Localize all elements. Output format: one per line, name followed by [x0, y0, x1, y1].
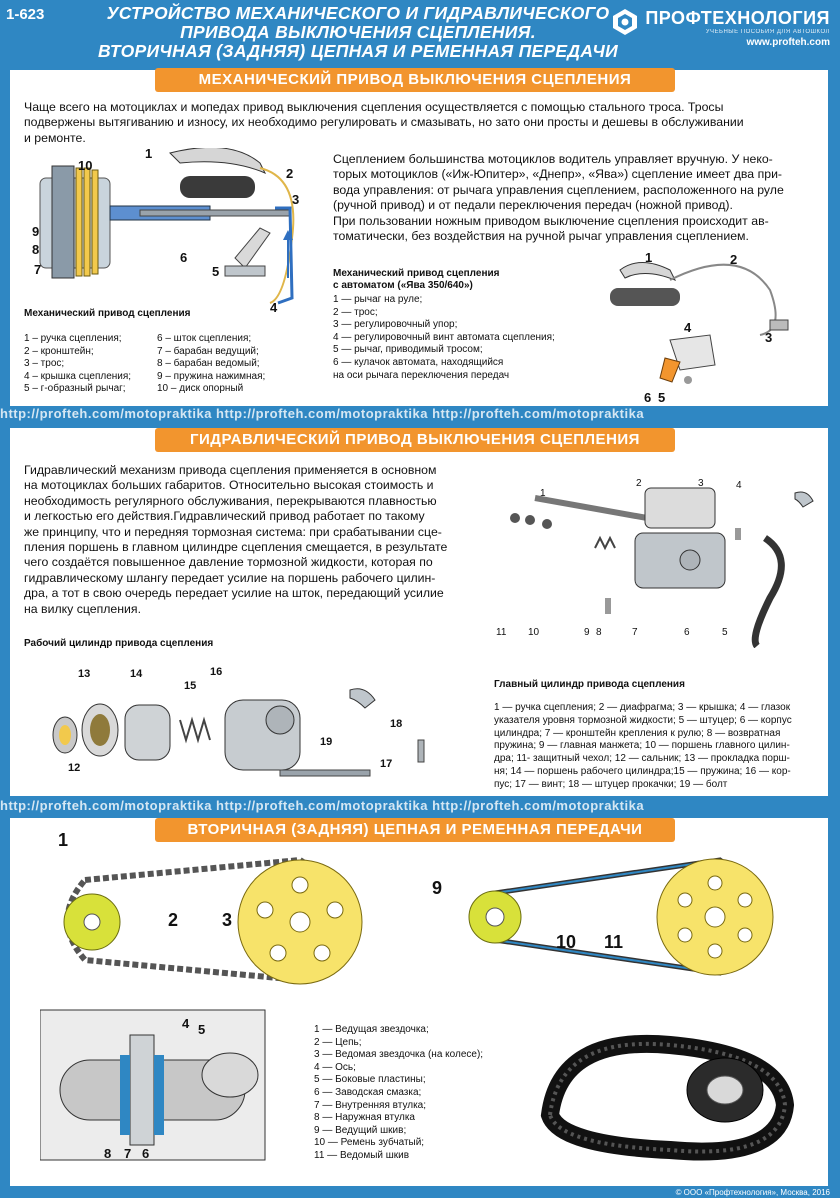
main-callout-4: 4 [736, 480, 742, 491]
mechanical-diagram-caption: Механический привод сцепления [24, 308, 191, 319]
hydraulic-heading: ГИДРАВЛИЧЕСКИЙ ПРИВОД ВЫКЛЮЧЕНИЯ СЦЕПЛЕН… [155, 428, 675, 452]
callout-3: 3 [292, 192, 300, 207]
poster-title: УСТРОЙСТВО МЕХАНИЧЕСКОГО И ГИДРАВЛИЧЕСКО… [98, 3, 618, 61]
chain-callout-1: 1 [58, 830, 69, 850]
chain-callout-2: 2 [168, 910, 179, 930]
main-cylinder-diagram [510, 487, 814, 648]
main-callout-6: 6 [684, 627, 690, 638]
work-callout-14: 14 [130, 668, 143, 680]
belt-callout-10: 10 [556, 932, 577, 952]
chain-callout-3: 3 [222, 910, 233, 930]
chain-callout-4: 4 [182, 1016, 190, 1031]
drive-legend: 1 — Ведущая звездочка; 2 — Цепь; 3 — Вед… [314, 1024, 484, 1161]
auto-callout-6: 6 [644, 390, 652, 405]
work-callout-16: 16 [210, 666, 223, 678]
main-cylinder-caption: Главный цилиндр привода сцепления [494, 679, 685, 690]
main-callout-1: 1 [540, 488, 546, 499]
callout-5: 5 [212, 264, 220, 279]
callout-2: 2 [286, 166, 294, 181]
chain-callout-7: 7 [124, 1146, 132, 1161]
brand-url: www.profteh.com [746, 37, 830, 48]
mechanical-text: Сцеплением большинства мотоциклов водите… [333, 152, 784, 244]
auto-callout-3: 3 [765, 330, 773, 345]
callout-6: 6 [180, 250, 188, 265]
main-callout-9: 9 [584, 627, 590, 638]
main-callout-8: 8 [596, 627, 602, 638]
main-callout-11: 11 [496, 627, 507, 638]
chain-callout-6: 6 [142, 1146, 150, 1161]
poster-number: 1-623 [6, 6, 45, 23]
auto-clutch-diagram [610, 262, 789, 384]
brand-name: ПРОФТЕХНОЛОГИЯ [645, 8, 830, 28]
mechanical-clutch-diagram [39, 148, 295, 305]
brand-subtitle: УЧЕБНЫЕ ПОСОБИЯ ДЛЯ АВТОШКОЛ [705, 29, 830, 35]
main-callout-7: 7 [632, 627, 638, 638]
auto-callout-5: 5 [658, 390, 666, 405]
mechanical-heading: МЕХАНИЧЕСКИЙ ПРИВОД ВЫКЛЮЧЕНИЯ СЦЕПЛЕНИЯ [155, 68, 675, 92]
main-callout-2: 2 [636, 478, 642, 489]
toothed-belt-image [540, 1034, 795, 1161]
work-callout-12: 12 [68, 762, 81, 774]
auto-callout-4: 4 [684, 320, 692, 335]
callout-10: 10 [78, 158, 93, 173]
auto-callout-1: 1 [645, 250, 653, 265]
poster-header: 1-623 УСТРОЙСТВО МЕХАНИЧЕСКОГО И ГИДРАВЛ… [0, 0, 840, 64]
belt-callout-11: 11 [604, 932, 624, 952]
chain-callout-5: 5 [198, 1022, 206, 1037]
mechanical-legend-right: 6 – шток сцепления; 7 – барабан ведущий;… [157, 333, 266, 395]
brand-block: ПРОФТЕХНОЛОГИЯ УЧЕБНЫЕ ПОСОБИЯ ДЛЯ АВТОШ… [613, 8, 830, 48]
work-callout-18: 18 [390, 718, 403, 730]
mechanical-legend-left: 1 – ручка сцепления; 2 – кронштейн; 3 – … [24, 333, 132, 395]
auto-clutch-caption: Механический привод сцепления с автомато… [333, 268, 500, 291]
brand-logo-icon [613, 9, 638, 35]
belt-callout-9: 9 [432, 878, 443, 898]
watermark-1: http://profteh.com/motopraktika http://p… [0, 406, 645, 421]
auto-clutch-legend: 1 — рычаг на руле; 2 — трос; 3 — регулир… [333, 294, 555, 381]
callout-7: 7 [34, 262, 42, 277]
drive-heading: ВТОРИЧНАЯ (ЗАДНЯЯ) ЦЕПНАЯ И РЕМЕННАЯ ПЕР… [155, 818, 675, 842]
auto-callout-2: 2 [730, 252, 738, 267]
work-callout-19: 19 [320, 736, 333, 748]
main-callout-10: 10 [528, 627, 540, 638]
work-callout-15: 15 [184, 680, 197, 692]
main-callout-3: 3 [698, 478, 704, 489]
work-callout-13: 13 [78, 668, 91, 680]
belt-drive-diagram [468, 857, 774, 976]
mechanical-intro: Чаще всего на мотоциклах и мопедах приво… [24, 100, 744, 145]
watermark-2: http://profteh.com/motopraktika http://p… [0, 798, 645, 813]
main-callout-5: 5 [722, 627, 728, 638]
callout-1: 1 [145, 146, 153, 161]
callout-8: 8 [32, 242, 40, 257]
copyright: © ООО «Профтехнология», Москва, 2016 [675, 1188, 830, 1197]
work-callout-17: 17 [380, 758, 393, 770]
work-cylinder-caption: Рабочий цилиндр привода сцепления [24, 638, 214, 649]
callout-9: 9 [32, 224, 40, 239]
work-cylinder-diagram [52, 688, 425, 777]
chain-callout-8: 8 [104, 1146, 112, 1161]
hydraulic-text: Гидравлический механизм привода сцеплени… [24, 463, 448, 616]
chain-drive-diagram [40, 856, 363, 1161]
hydraulic-legend: 1 — ручка сцепления; 2 — диафрагма; 3 — … [494, 702, 792, 790]
callout-4: 4 [270, 300, 278, 315]
